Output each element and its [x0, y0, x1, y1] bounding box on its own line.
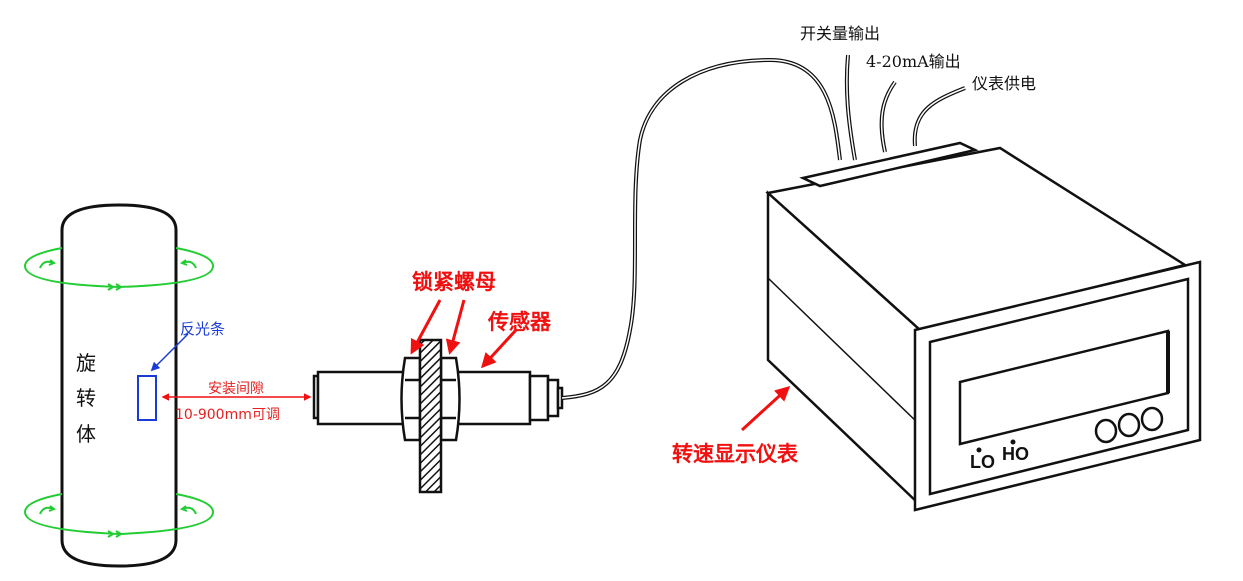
rotating-body-char-3: 体	[76, 422, 96, 446]
panel-buttons	[1094, 406, 1164, 444]
current-output-label: 4-20mA输出	[866, 52, 961, 71]
lock-nut	[400, 356, 461, 442]
rotating-body	[60, 203, 178, 568]
speed-display-label: 转速显示仪表	[672, 442, 798, 466]
install-gap-label: 安装间隙	[208, 381, 264, 397]
switch-output-label: 开关量输出	[800, 24, 881, 43]
rotation-arrow-icon	[23, 247, 215, 538]
panel-lo-label: LO	[970, 452, 995, 472]
reflective-strip-pointer	[150, 333, 189, 372]
power-supply-label: 仪表供电	[972, 74, 1037, 93]
indicator-dots	[976, 439, 1016, 453]
speed-display-meter	[765, 141, 1202, 512]
reflective-strip-label: 反光条	[180, 320, 226, 338]
lock-nut-label: 锁紧螺母	[412, 270, 496, 294]
gap-range-label: 10-900mm可调	[175, 407, 280, 423]
reflective-strip	[137, 375, 157, 421]
red-arrow-icon	[410, 299, 791, 432]
rotating-body-char-2: 转	[76, 386, 96, 410]
mounting-plate	[418, 338, 443, 494]
sensor	[312, 370, 564, 426]
rotating-body-char-1: 旋	[76, 351, 96, 375]
panel-ho-label: HO	[1002, 444, 1029, 464]
sensor-label: 传感器	[488, 310, 551, 334]
